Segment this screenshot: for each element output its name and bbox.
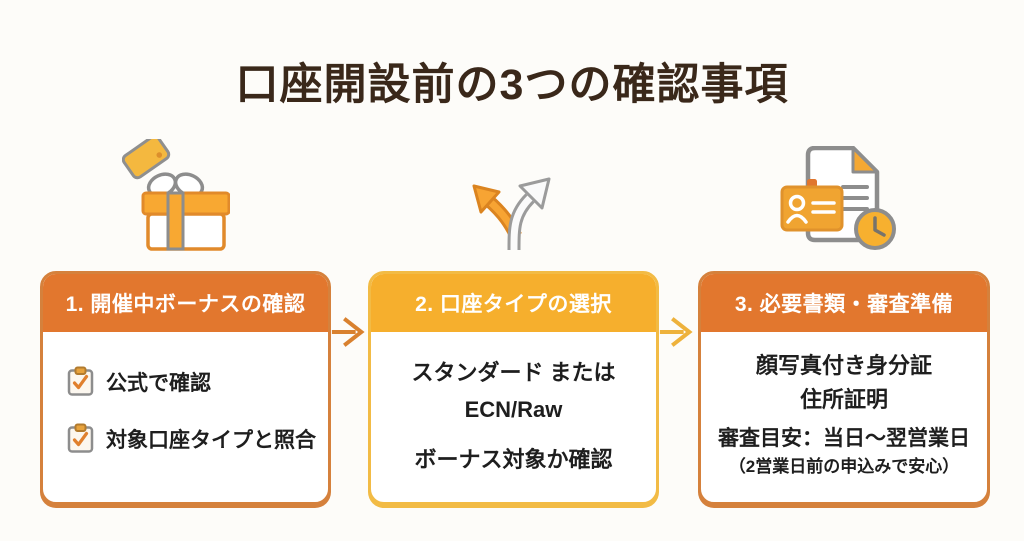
fork-arrows-icon xyxy=(456,166,566,252)
step-1-header: 1. 開催中ボーナスの確認 xyxy=(43,274,328,332)
step-card-bonus-check: 1. 開催中ボーナスの確認 公式で確認 xyxy=(40,271,331,505)
id-documents-clock-icon-svg xyxy=(780,145,896,250)
review-note-line: （2営業日前の申込みで安心） xyxy=(728,457,960,476)
checklist-item-label: 公式で確認 xyxy=(106,371,211,395)
document-line-1: 顔写真付き身分証 xyxy=(755,353,932,378)
step-card-documents: 3. 必要書類・審査準備 顔写真付き身分証 住所証明 審査目安：当日〜翌営業日 … xyxy=(698,271,990,505)
step-3-header: 3. 必要書類・審査準備 xyxy=(701,274,987,332)
account-type-line-2: ECN/Raw xyxy=(464,397,563,422)
checklist-item: 対象口座タイプと照合 xyxy=(67,423,328,454)
account-type-options: スタンダード または ECN/Raw xyxy=(371,354,656,428)
clipboard-check-icon xyxy=(67,423,94,454)
checklist-item: 公式で確認 xyxy=(67,366,328,397)
step-1-body: 公式で確認 対象口座タイプと照合 xyxy=(43,332,328,454)
page-title: 口座開設前の3つの確認事項 xyxy=(235,61,789,109)
required-documents: 顔写真付き身分証 住所証明 xyxy=(701,349,987,417)
bonus-eligibility-note: ボーナス対象か確認 xyxy=(414,447,613,472)
gift-icon xyxy=(121,134,231,251)
fork-arrows-icon-svg xyxy=(472,177,551,251)
checklist-item-label: 対象口座タイプと照合 xyxy=(106,428,316,452)
step-2-header: 2. 口座タイプの選択 xyxy=(371,274,656,332)
review-time-line: 審査目安：当日〜翌営業日 xyxy=(718,427,970,450)
gift-icon-svg xyxy=(121,134,231,251)
step-3-body: 顔写真付き身分証 住所証明 審査目安：当日〜翌営業日 （2営業日前の申込みで安心… xyxy=(701,349,987,478)
step-2-body: スタンダード または ECN/Raw ボーナス対象か確認 xyxy=(371,354,656,478)
account-type-line-1: スタンダード または xyxy=(411,360,616,385)
clipboard-check-icon xyxy=(67,366,94,397)
flow-arrow-icon xyxy=(658,313,696,351)
document-line-2: 住所証明 xyxy=(799,387,888,412)
flow-arrow-icon xyxy=(330,313,368,351)
id-documents-clock-icon xyxy=(779,145,897,251)
step-card-account-type: 2. 口座タイプの選択 スタンダード または ECN/Raw ボーナス対象か確認 xyxy=(368,271,659,505)
